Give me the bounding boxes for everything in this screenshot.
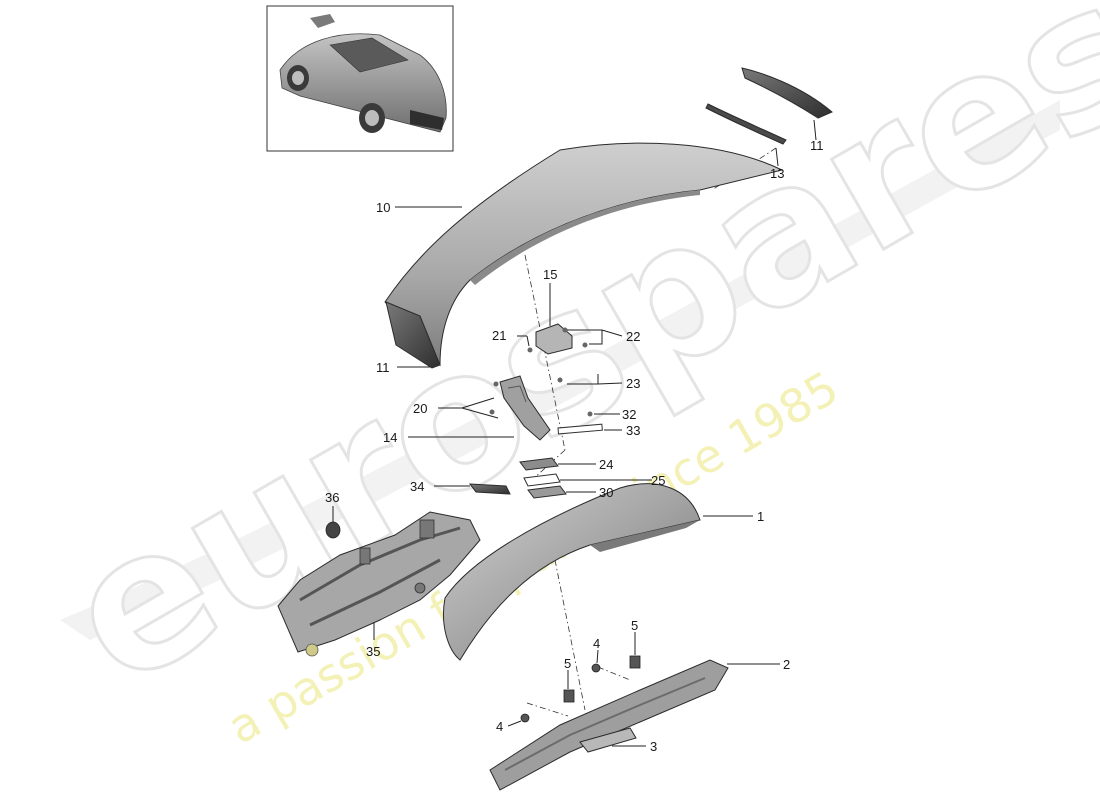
callout-22: 22 [626, 329, 640, 344]
callout-3: 3 [650, 739, 657, 754]
part-end-plate-right [741, 67, 833, 119]
part-end-plate-left [385, 301, 441, 369]
part-adhesive-strip [579, 727, 637, 753]
fasteners [489, 327, 593, 417]
watermark-brand: eurospares [32, 0, 1100, 729]
part-bolt-4b [591, 663, 601, 673]
callout-4-upper: 4 [593, 636, 600, 651]
callout-23: 23 [626, 376, 640, 391]
callout-13: 13 [770, 166, 784, 181]
callout-34: 34 [410, 479, 424, 494]
callout-25: 25 [651, 473, 665, 488]
leader-lines [332, 119, 817, 747]
callout-5-lower: 5 [564, 656, 571, 671]
part-clip-5a [563, 689, 575, 703]
callout-35: 35 [366, 644, 380, 659]
part-gasket-24 [519, 457, 559, 471]
part-bolt-4a [520, 713, 530, 723]
callout-10: 10 [376, 200, 390, 215]
callout-11-right: 11 [810, 138, 824, 153]
callout-4-lower: 4 [496, 719, 503, 734]
part-seal-34 [468, 483, 511, 495]
callout-32: 32 [622, 407, 636, 422]
callout-1: 1 [757, 509, 764, 524]
part-decklid-cover [442, 483, 701, 661]
watermark: eurospares a passion for parts since 198… [31, 0, 1100, 755]
part-gasket-25 [523, 473, 561, 487]
part-frame-assembly [277, 511, 481, 657]
part-plate-30 [527, 485, 567, 499]
callout-numbers: 10 11 11 13 15 21 22 23 20 32 14 33 24 2… [325, 138, 824, 754]
part-clip-5b [629, 655, 641, 669]
callout-20: 20 [413, 401, 427, 416]
part-grommet [325, 521, 341, 539]
callout-30: 30 [599, 485, 613, 500]
watermark-swoosh [60, 100, 1060, 640]
part-support-bracket [499, 375, 551, 441]
callout-36: 36 [325, 490, 339, 505]
car-thumbnail [266, 5, 454, 152]
callout-21: 21 [492, 328, 506, 343]
part-lower-rail [489, 659, 729, 791]
callout-11-left: 11 [376, 360, 390, 375]
callout-5-upper: 5 [631, 618, 638, 633]
callout-2: 2 [783, 657, 790, 672]
part-gasket-33 [557, 423, 603, 435]
callout-15: 15 [543, 267, 557, 282]
car-thumbnail-icon [279, 14, 447, 133]
part-gurney-strip [705, 103, 787, 145]
callout-14: 14 [383, 430, 397, 445]
callout-33: 33 [626, 423, 640, 438]
callout-24: 24 [599, 457, 613, 472]
